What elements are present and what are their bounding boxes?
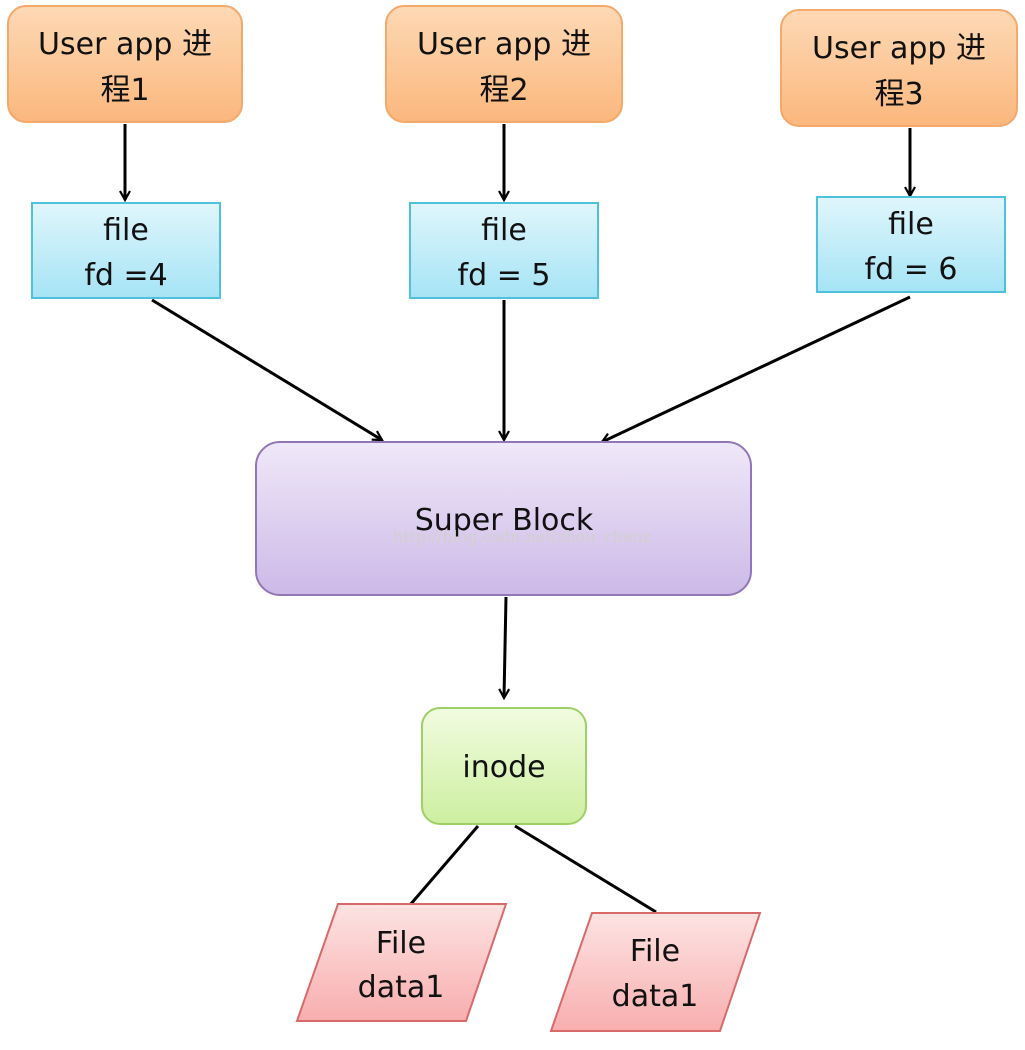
process-node-3-line1: User app 进 bbox=[812, 31, 986, 66]
file-node-2-line1: file bbox=[481, 213, 527, 248]
process-node-2-box bbox=[385, 5, 623, 123]
watermark: http://blog.csdn.net/zhou_chenz bbox=[393, 527, 651, 546]
data-node-1-line1: File bbox=[376, 926, 426, 961]
process-node-3-box bbox=[780, 9, 1018, 127]
data-node-1-shape bbox=[295, 903, 508, 1022]
file-node-1-box bbox=[31, 202, 221, 299]
data-node-2-shape bbox=[549, 912, 762, 1032]
file-node-1: file fd =4 bbox=[31, 202, 221, 299]
arrow-file1-to-superblock bbox=[151, 298, 382, 442]
process-node-2-line1: User app 进 bbox=[417, 27, 591, 62]
data-node-2-line1: File bbox=[630, 934, 680, 969]
data-node-1: File data1 bbox=[295, 903, 508, 1022]
data-node-2-line2: data1 bbox=[612, 979, 699, 1014]
connectors bbox=[125, 124, 911, 914]
arrow-superblock-to-inode bbox=[504, 596, 506, 698]
line-inode-to-data2 bbox=[514, 824, 657, 914]
process-node-2: User app 进 程2 bbox=[385, 5, 623, 123]
arrow-file3-to-superblock bbox=[602, 295, 911, 442]
superblock-box bbox=[255, 441, 752, 596]
data-node-1-line2: data1 bbox=[358, 970, 445, 1005]
process-node-3: User app 进 程3 bbox=[780, 9, 1018, 127]
inode-label: inode bbox=[462, 750, 545, 785]
file-node-1-line2: fd =4 bbox=[84, 258, 167, 293]
file-node-3-box bbox=[816, 196, 1006, 293]
line-inode-to-data1 bbox=[408, 825, 480, 906]
file-node-2-line2: fd = 5 bbox=[458, 258, 551, 293]
file-node-3-line1: file bbox=[888, 207, 934, 242]
superblock-node: Super Block http://blog.csdn.net/zhou_ch… bbox=[255, 441, 752, 596]
process-node-1: User app 进 程1 bbox=[7, 5, 243, 123]
file-node-3-line2: fd = 6 bbox=[865, 252, 958, 287]
inode-box bbox=[421, 707, 587, 825]
file-node-2: file fd = 5 bbox=[409, 202, 599, 299]
process-node-3-line2: 程3 bbox=[874, 77, 923, 112]
file-node-3: file fd = 6 bbox=[816, 196, 1006, 293]
superblock-label: Super Block bbox=[415, 503, 594, 538]
data-node-2: File data1 bbox=[549, 912, 762, 1032]
file-node-1-line1: file bbox=[103, 213, 149, 248]
process-node-1-box bbox=[7, 5, 243, 123]
process-node-1-line1: User app 进 bbox=[38, 27, 212, 62]
process-node-1-line2: 程1 bbox=[100, 73, 149, 108]
file-node-2-box bbox=[409, 202, 599, 299]
inode-node: inode bbox=[421, 707, 587, 825]
process-node-2-line2: 程2 bbox=[479, 73, 528, 108]
